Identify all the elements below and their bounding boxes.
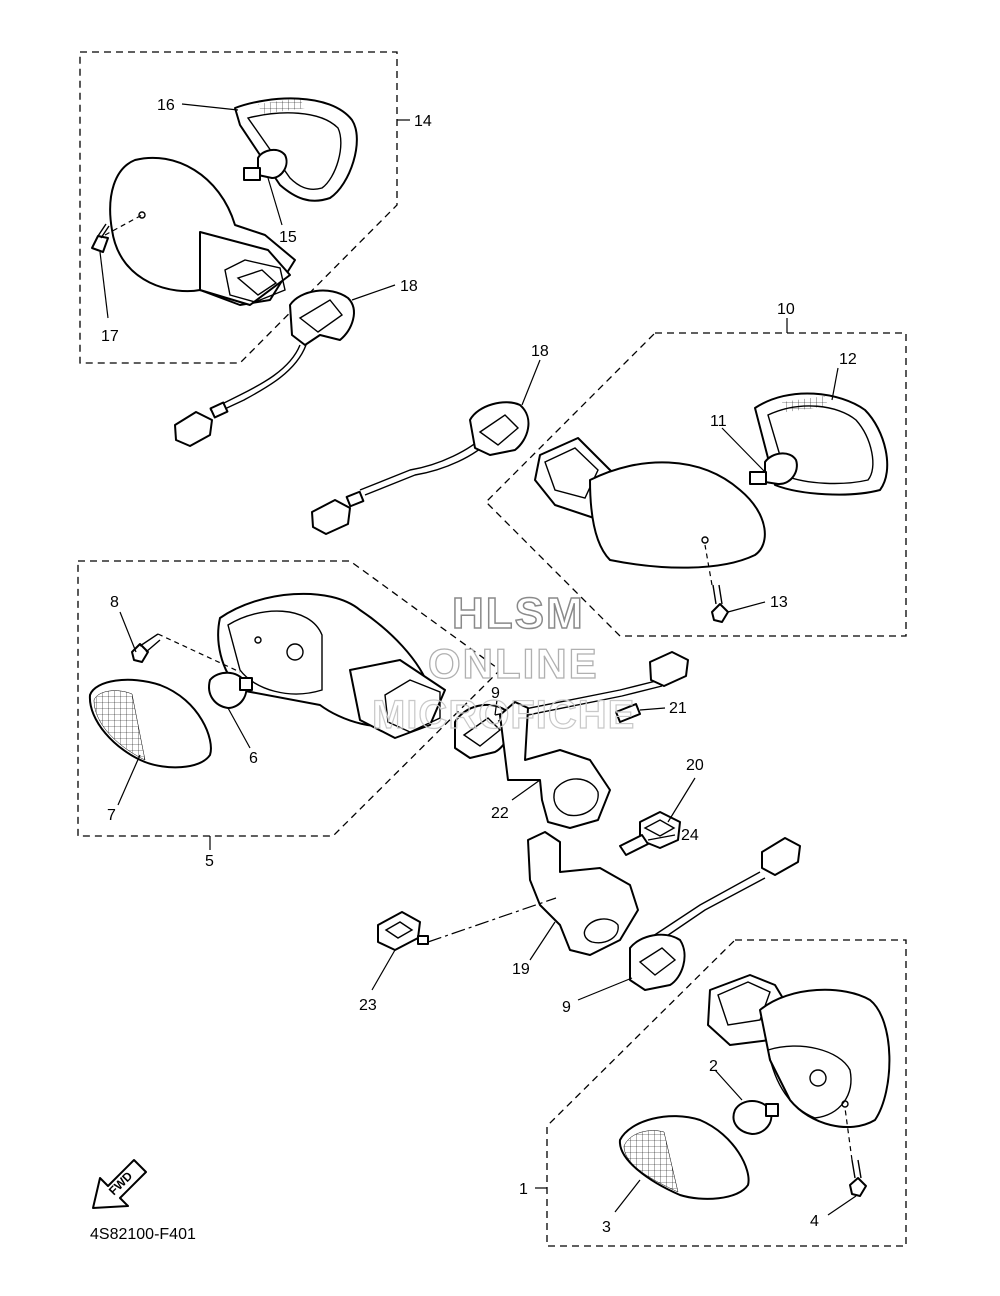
part-code: 4S82100-F401 [90,1226,196,1243]
callout-labels: 16 14 15 18 17 10 18 12 11 13 8 9 21 6 2… [101,97,857,1236]
callout-22: 22 [491,805,509,822]
front-left-flasher-assembly [88,592,689,769]
callout-7: 7 [107,807,116,824]
group-10-outline [485,332,907,637]
callout-15: 15 [279,229,297,246]
callout-5: 5 [205,853,214,870]
callout-24: 24 [681,827,699,844]
callout-9-bottom: 9 [562,999,571,1016]
group-1-outline [546,939,907,1247]
callout-1: 1 [519,1181,528,1198]
callout-6: 6 [249,750,258,767]
front-right-flasher-assembly [618,837,891,1200]
rear-right-flasher-assembly [311,392,889,623]
callout-12: 12 [839,351,857,368]
fwd-arrow-icon: FWD [92,1159,147,1209]
screw-24 [619,834,649,856]
bracket-22 [499,701,611,829]
watermark-line2: ONLINE [428,640,599,687]
callout-4: 4 [810,1213,819,1230]
callout-9-mid: 9 [491,685,500,702]
callout-20: 20 [686,757,704,774]
leader-lines [99,103,857,1216]
group-14-outline [79,51,398,364]
watermark: HLSM ONLINE MICROFICHE [371,588,635,737]
callout-17: 17 [101,328,119,345]
callout-14: 14 [414,113,432,130]
bracket-19 [527,831,639,956]
watermark-line1: HLSM [452,589,585,638]
callout-18-mid: 18 [531,343,549,360]
callout-2: 2 [709,1058,718,1075]
watermark-line3: MICROFICHE [372,693,635,737]
callout-21: 21 [669,700,687,717]
clip-23 [377,897,557,951]
callout-10: 10 [777,301,795,318]
callout-16: 16 [157,97,175,114]
callout-23: 23 [359,997,377,1014]
callout-8: 8 [110,594,119,611]
rear-left-flasher-assembly [91,97,358,447]
callout-3: 3 [602,1219,611,1236]
callout-18-top: 18 [400,278,418,295]
callout-13: 13 [770,594,788,611]
callout-11: 11 [710,413,727,430]
callout-19: 19 [512,961,530,978]
